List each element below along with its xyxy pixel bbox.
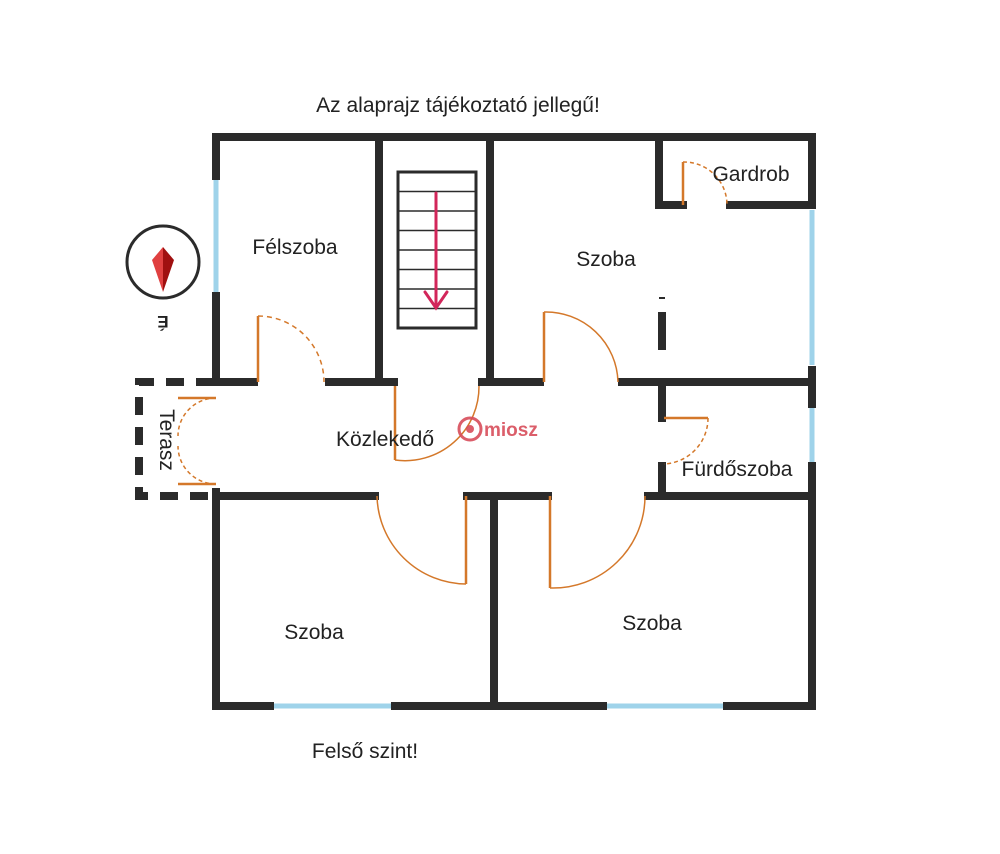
miosz-logo-icon: [457, 416, 483, 442]
staircase: [396, 170, 478, 330]
room-label-szoba-bottom-left: Szoba: [284, 621, 344, 644]
watermark: miosz: [457, 416, 538, 442]
room-label-szoba-top: Szoba: [576, 248, 636, 271]
stair-direction-arrow-icon: [423, 191, 449, 311]
room-label-furdoszoba: Fürdőszoba: [682, 458, 793, 481]
watermark-text: miosz: [484, 420, 538, 441]
door-terrace-double: [177, 396, 217, 486]
terrace-outline: [135, 378, 214, 500]
room-label-felszoba: Félszoba: [252, 236, 338, 259]
doors: [177, 161, 728, 589]
footer-text: Felső szint!: [312, 740, 418, 763]
windows: [213, 176, 815, 709]
door-szoba-bottom-left: [376, 495, 468, 585]
door-felszoba: [256, 315, 325, 383]
door-stair: [393, 385, 480, 462]
door-furdoszoba: [663, 416, 709, 465]
room-label-gardrob: Gardrob: [712, 163, 789, 186]
compass-letter: É: [157, 312, 168, 331]
walls: [212, 133, 816, 710]
door-szoba-top: [542, 311, 619, 383]
room-label-terasz: Terasz: [155, 409, 178, 471]
notice-text: Az alaprajz tájékoztató jellegű!: [316, 94, 600, 117]
room-label-szoba-bottom-right: Szoba: [622, 612, 682, 635]
room-label-kozlekedo: Közlekedő: [336, 428, 434, 451]
north-arrow-icon: [152, 247, 174, 292]
door-szoba-bottom-right: [548, 495, 646, 589]
door-gardrob: [681, 161, 728, 206]
compass: É: [125, 224, 201, 331]
